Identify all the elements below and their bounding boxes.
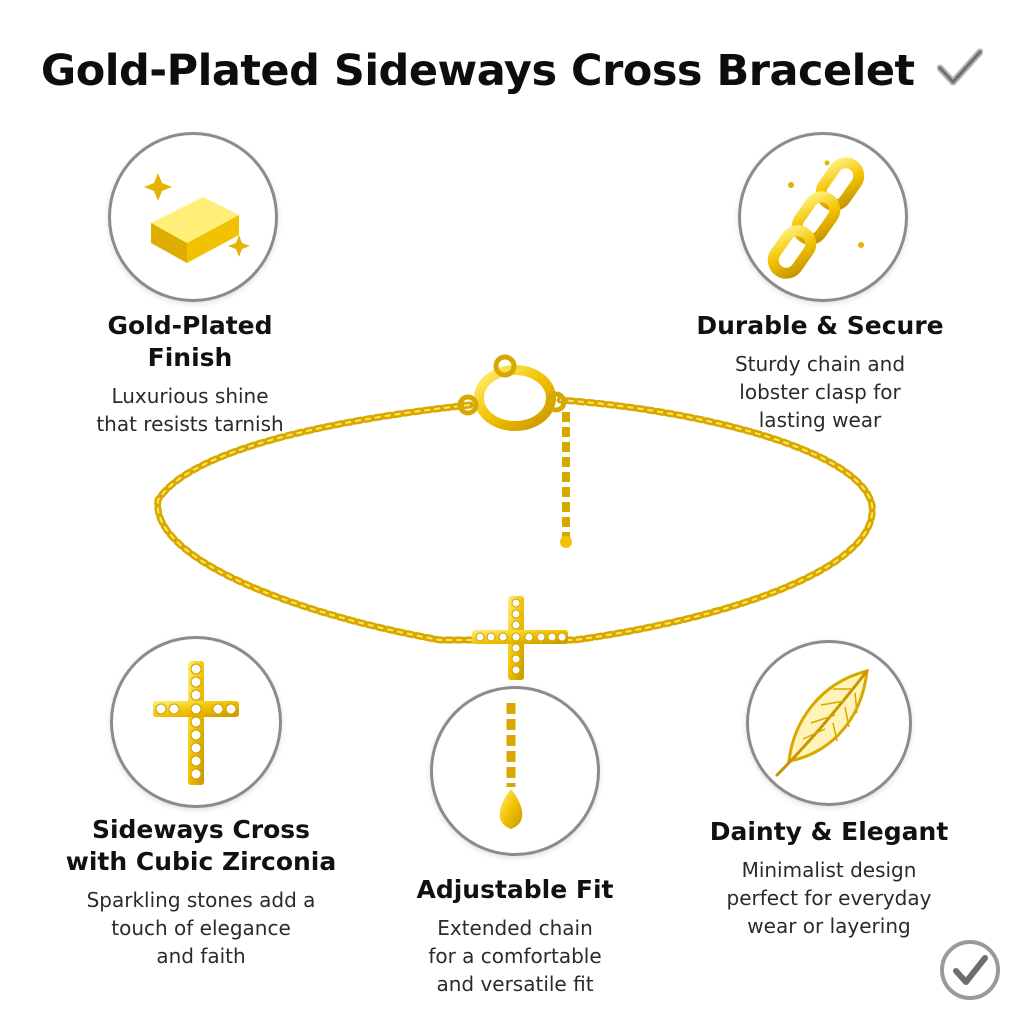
feature-title: Sideways Cross with Cubic Zirconia: [65, 815, 337, 876]
extender-chain-icon: [499, 703, 523, 829]
feature-description: Extended chain for a comfortable and ver…: [428, 916, 602, 996]
feature-dainty-elegant: Dainty & Elegant Minimalist design perfe…: [694, 816, 964, 940]
feature-durable-secure: Durable & Secure Sturdy chain and lobste…: [690, 310, 950, 434]
cross-icon: [153, 661, 239, 785]
chain-links-icon-circle: [738, 132, 908, 302]
feature-description: Sturdy chain and lobster clasp for lasti…: [734, 352, 906, 432]
feature-title: Adjustable Fit: [416, 875, 614, 904]
feature-title: Dainty & Elegant: [709, 817, 949, 846]
checkmark-icon: [936, 48, 984, 99]
cross-pendant: [472, 596, 568, 680]
feather-icon-circle: [746, 640, 912, 806]
page-title: Gold-Plated Sideways Cross Bracelet: [0, 46, 1024, 99]
feature-gold-plated: Gold-Plated Finish Luxurious shine that …: [60, 310, 320, 438]
extender-chain: [545, 391, 572, 548]
check-badge-icon: [938, 938, 1002, 1002]
page-title-text: Gold-Plated Sideways Cross Bracelet: [40, 46, 915, 96]
feature-title: Gold-Plated Finish: [107, 311, 273, 372]
feature-sideways-cross: Sideways Cross with Cubic Zirconia Spark…: [56, 814, 346, 970]
gold-bar-icon: [144, 173, 250, 263]
feature-adjustable-fit: Adjustable Fit Extended chain for a comf…: [385, 874, 645, 998]
feature-description: Luxurious shine that resists tarnish: [96, 384, 284, 436]
feature-title: Durable & Secure: [696, 311, 944, 340]
cross-icon-circle: [110, 636, 282, 808]
feature-description: Minimalist design perfect for everyday w…: [726, 858, 932, 938]
chain-links-icon: [767, 157, 865, 279]
feather-icon: [775, 669, 869, 777]
feature-description: Sparkling stones add a touch of elegance…: [86, 888, 316, 968]
extender-chain-icon-circle: [430, 686, 600, 856]
gold-bar-icon-circle: [108, 132, 278, 302]
lobster-clasp: [457, 354, 556, 431]
